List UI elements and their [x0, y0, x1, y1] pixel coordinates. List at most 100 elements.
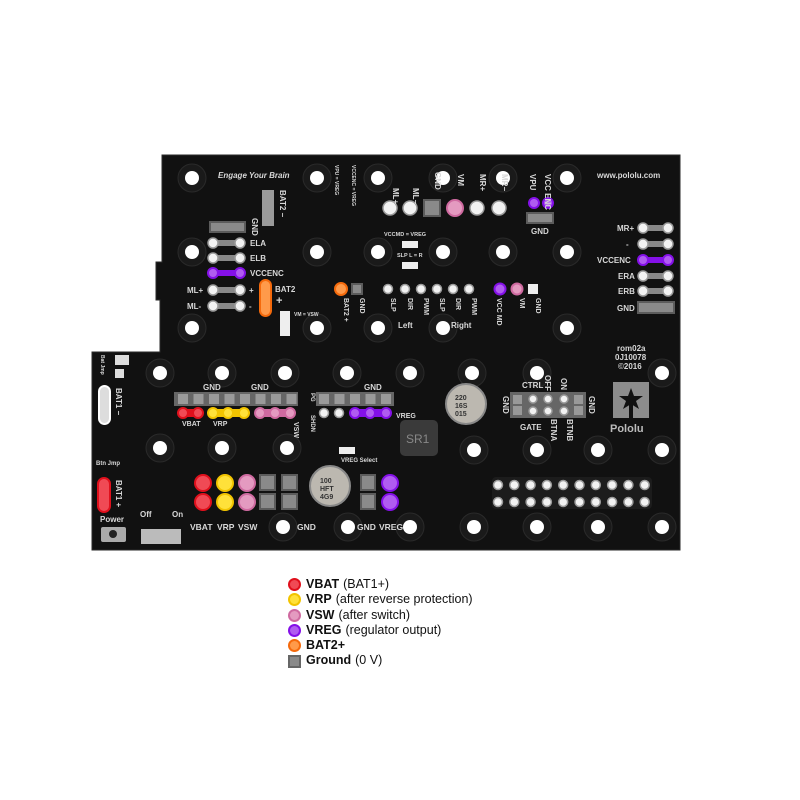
label-gnd-a: GND: [203, 383, 221, 392]
revision-line-2: 0J10078: [615, 353, 647, 362]
label-vreg-select: VREG Select: [341, 458, 377, 464]
expansion-pin: [606, 479, 618, 491]
label-erb: ERB: [618, 287, 635, 296]
label-gnd-right: GND: [617, 304, 635, 313]
pin-gnd-mid: [351, 283, 363, 295]
mounting-hole: [655, 443, 669, 457]
gnd-header-strip: [174, 392, 298, 406]
label-vpu-vreg: VPU = VREG: [333, 165, 339, 195]
mounting-hole: [371, 245, 385, 259]
label-gnd-b: GND: [251, 383, 269, 392]
label-pwm-right: PWM: [470, 298, 477, 315]
label-vm-vsw: VM = VSW: [294, 312, 319, 318]
legend-name: Ground: [306, 653, 352, 668]
jumper-bat: [115, 355, 129, 365]
legend-name: VRP: [306, 592, 332, 607]
inductor-sr1: SR1: [400, 420, 438, 456]
expansion-pin: [623, 479, 634, 491]
jumper-vm-vsw: [280, 311, 290, 336]
label-vccmd-vreg: VCCMD = VREG: [384, 232, 426, 238]
label-slp-lr: SLP L = R: [397, 253, 423, 259]
label-off: Off: [140, 510, 152, 519]
pad-gnd-left: [209, 221, 246, 233]
expansion-pin: [574, 479, 585, 491]
jumper-vccmd: [402, 241, 418, 248]
mounting-hole: [403, 366, 417, 380]
label-pg: PG: [309, 393, 315, 402]
purple-dot-icon: [288, 624, 301, 638]
expansion-header: [492, 477, 652, 509]
expansion-pin: [574, 496, 585, 508]
pin-ml-minus: [402, 200, 418, 216]
label-vm-top: VM: [456, 174, 465, 186]
label-vbat: VBAT: [190, 522, 213, 532]
mounting-hole: [215, 441, 229, 455]
label-vreg-small: VREG: [396, 413, 416, 420]
mounting-hole: [560, 245, 574, 259]
gnd-pin: [255, 394, 266, 404]
pink-dot-icon: [288, 608, 301, 622]
label-vreg: VREG: [379, 522, 403, 532]
label-btnb: BTNB: [565, 419, 574, 441]
power-pins-row: [177, 407, 392, 419]
tagline: Engage Your Brain: [218, 171, 290, 180]
label-bat2-plus: BAT2 +: [342, 298, 349, 322]
mounting-hole: [278, 366, 292, 380]
expansion-pin: [606, 496, 618, 508]
label-bat2: BAT2: [275, 285, 296, 294]
legend-desc: (after switch): [338, 607, 411, 622]
label-shdn: SHDN: [309, 415, 315, 432]
label-dir-right: DIR: [454, 298, 461, 310]
power-switch[interactable]: [141, 529, 181, 544]
motor-header-top: ML+ ML− GND VM MR+ MR−: [382, 172, 509, 217]
mounting-hole: [310, 171, 324, 185]
label-slp-right: SLP: [438, 298, 445, 312]
legend-name: VSW: [306, 607, 335, 622]
legend-item-vrp: VRP(after reverse protection): [288, 592, 473, 607]
legend-desc: (after reverse protection): [335, 592, 473, 607]
svg-text:HFT: HFT: [320, 486, 334, 493]
gnd-pin: [286, 394, 297, 404]
mounting-hole: [436, 321, 450, 335]
jumper-vreg-select: [339, 447, 355, 454]
mounting-hole: [185, 321, 199, 335]
label-off-pin: OFF: [543, 375, 552, 391]
gnd-pin: [365, 394, 376, 404]
legend-item-ground: Ground(0 V): [288, 653, 473, 668]
revision-line-3: ©2016: [618, 362, 642, 371]
label-gnd-mid-right: GND: [534, 298, 541, 314]
legend-item-vbat: VBAT(BAT1+): [288, 577, 473, 592]
mounting-hole: [310, 245, 324, 259]
label-mr-plus-top: MR+: [478, 174, 487, 191]
pin-mr-plus: [469, 200, 485, 216]
gnd-header-row: [174, 392, 394, 406]
label-gnd-large-2: GND: [357, 522, 376, 532]
legend-desc: (BAT1+): [343, 577, 390, 591]
right-encoder-pins: [637, 222, 675, 314]
pin-vcc-md: [493, 282, 507, 296]
label-gnd-left: GND: [250, 218, 259, 236]
mounting-hole: [560, 171, 574, 185]
label-btn-jmp: Btn Jmp: [96, 461, 120, 467]
pin-gnd: [423, 199, 441, 217]
label-vpu: VPU: [528, 174, 537, 191]
mounting-hole: [276, 520, 290, 534]
expansion-pin: [639, 496, 650, 508]
label-ml-minus-top: ML−: [411, 188, 420, 205]
expansion-pin: [639, 479, 650, 491]
mounting-hole: [215, 366, 229, 380]
orange-dot-icon: [288, 639, 301, 653]
expansion-pin: [557, 496, 569, 508]
mounting-hole: [436, 245, 450, 259]
label-gnd-ctrl-l: GND: [501, 396, 510, 414]
gnd-pin: [209, 394, 219, 404]
driver-pins: [382, 283, 475, 295]
expansion-pin: [492, 496, 504, 508]
legend-name: BAT2+: [306, 638, 346, 653]
svg-text:100: 100: [320, 478, 332, 485]
label-plus: +: [249, 286, 254, 295]
label-ml-minus: ML-: [187, 302, 202, 311]
legend-item-vreg: VREG(regulator output): [288, 623, 473, 638]
pololu-logo: Pololu: [610, 382, 649, 435]
